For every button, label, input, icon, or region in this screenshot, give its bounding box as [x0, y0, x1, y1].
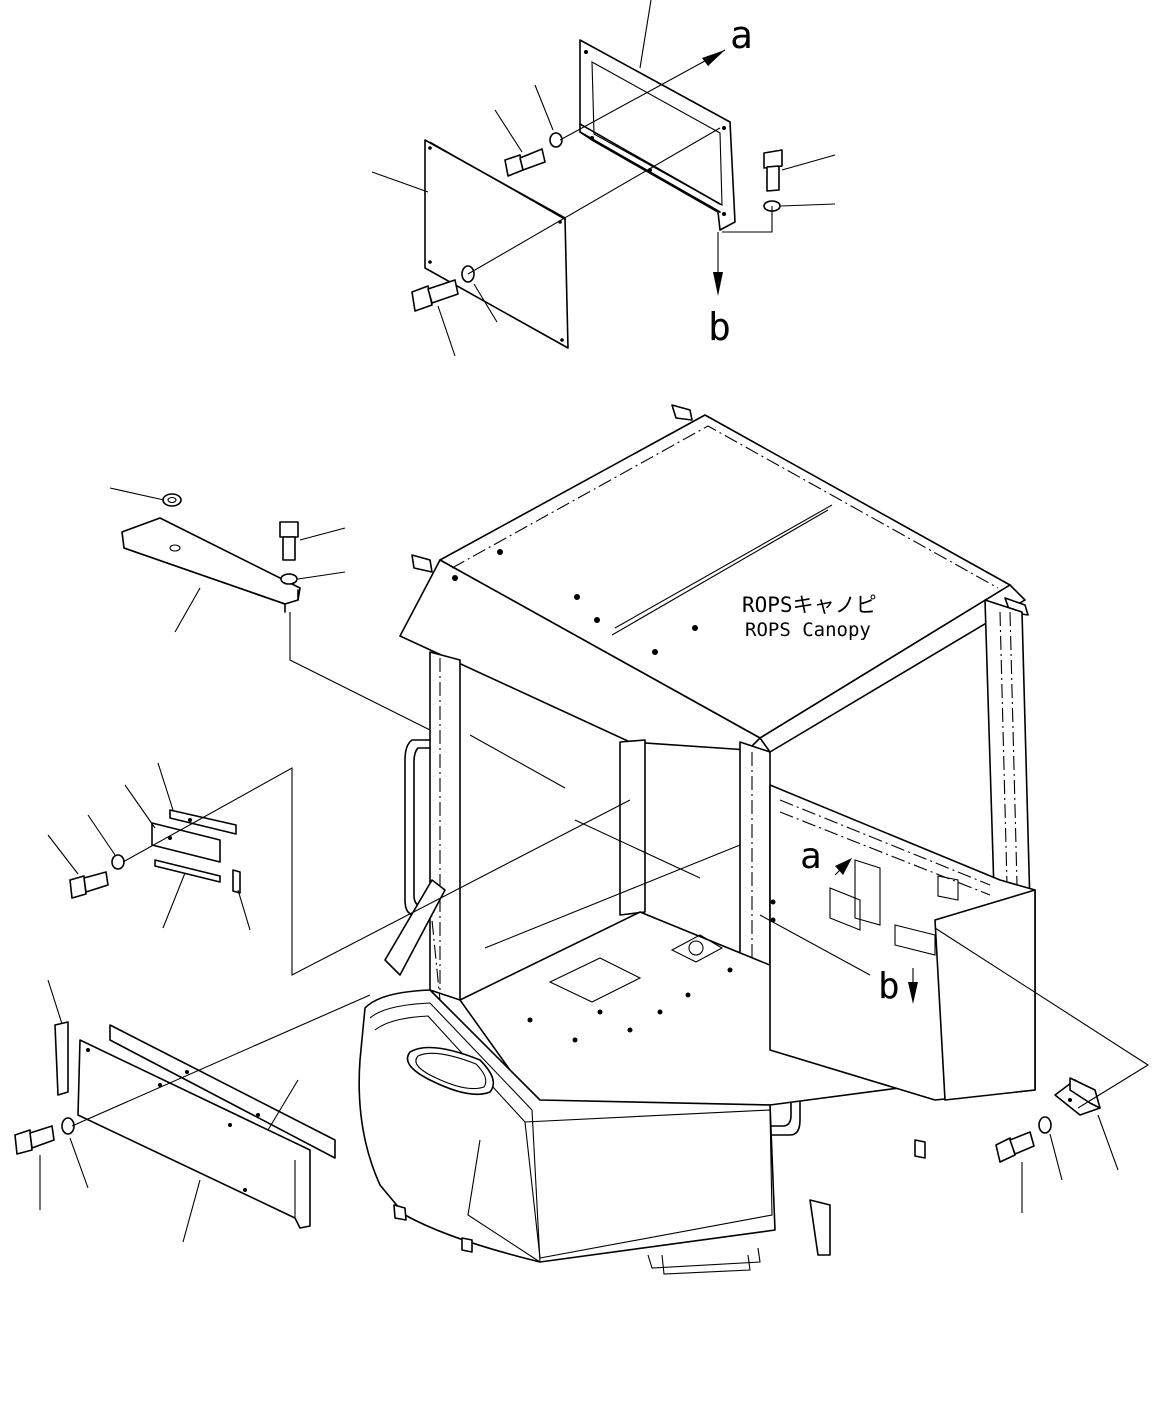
ref-label-b-top: b	[708, 305, 731, 349]
rear-panel	[769, 784, 1036, 1101]
detail-seal-strips	[47, 762, 631, 976]
nut-1	[162, 493, 182, 507]
bolt-6	[14, 1125, 55, 1155]
cover-plate	[424, 139, 569, 349]
detail-angle-bracket	[109, 487, 431, 731]
bolt-1	[504, 148, 546, 177]
bolt-5	[69, 871, 109, 899]
canopy-roof	[399, 404, 1029, 753]
washer-7	[1038, 1116, 1052, 1134]
bolt-2	[763, 149, 783, 192]
detail-small-bracket	[934, 927, 1150, 1213]
washer-1	[549, 132, 563, 148]
canopy-label-jp: ROPSキャノピ	[742, 593, 877, 617]
bolt-3	[411, 279, 459, 312]
ref-label-a-main: a	[800, 836, 822, 877]
washer-4	[280, 573, 298, 585]
bracket-frame	[579, 39, 736, 231]
ref-label-b-main: b	[878, 966, 900, 1007]
washer-5	[111, 854, 125, 870]
bolt-4	[279, 521, 299, 561]
rops-canopy: ROPSキャノピ ROPS Canopy a b	[358, 404, 1036, 1275]
bolt-7	[995, 1131, 1035, 1163]
washer-6	[61, 1117, 75, 1135]
ref-label-a-top: a	[730, 13, 753, 57]
canopy-label-en: ROPS Canopy	[745, 619, 871, 641]
detail-view-cover: a b	[371, 0, 836, 357]
detail-side-cover	[14, 979, 371, 1243]
